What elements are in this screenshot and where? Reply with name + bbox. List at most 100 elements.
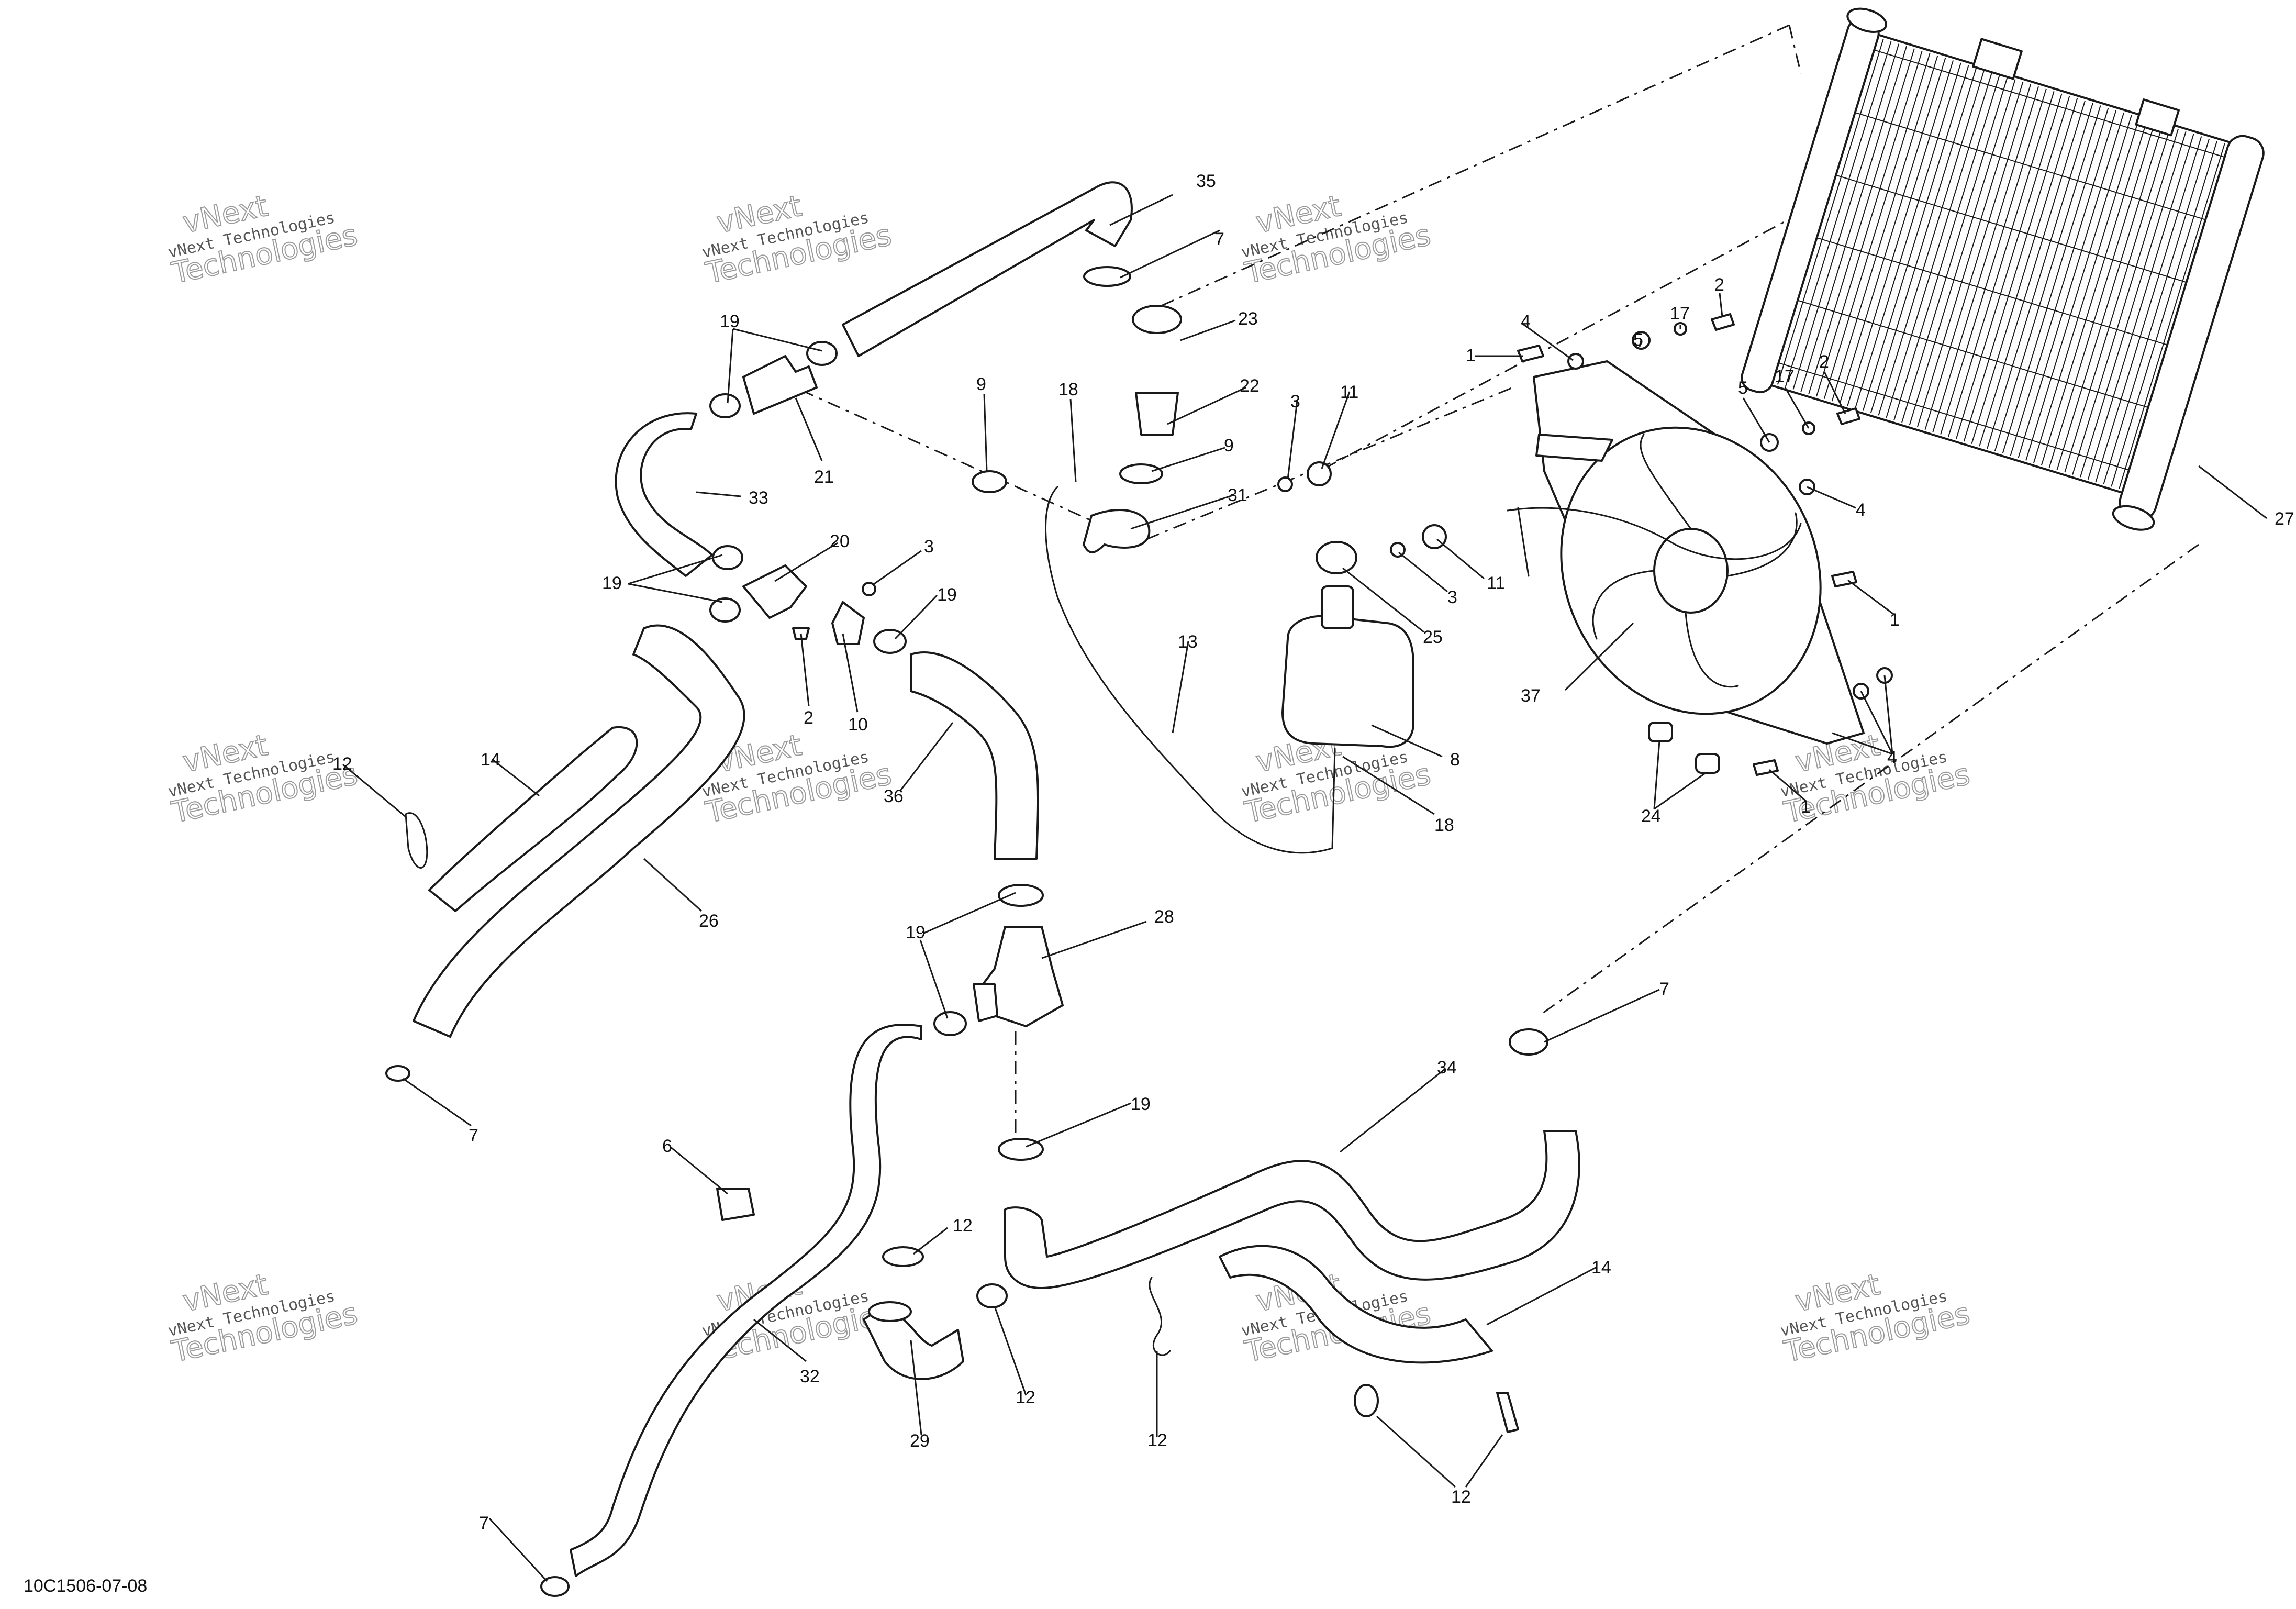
callout-24: 24: [1641, 806, 1661, 826]
elbow-hose-31: [1083, 508, 1151, 553]
callout-32: 32: [800, 1367, 820, 1386]
callout-6: 6: [662, 1136, 672, 1156]
radiator-cap-23: [1132, 305, 1182, 334]
callout-19: 19: [602, 573, 622, 593]
corrugated-hose-14b: [1219, 1245, 1493, 1364]
bolt-1: [1517, 345, 1544, 362]
callout-1: 1: [1890, 610, 1900, 630]
thermostat-body-28: [978, 926, 1064, 1027]
radiator-fin: [2095, 136, 2202, 482]
clamp-19g: [933, 1011, 967, 1036]
dash-to-fan-top: [1146, 386, 1513, 540]
radiator-fin: [1955, 93, 2063, 439]
radiator-fin: [2072, 129, 2179, 475]
bolt-2: [1711, 313, 1735, 331]
rubber-mount-24b: [1695, 753, 1720, 774]
hose-pin-12: [1496, 1392, 1519, 1433]
radiator-fin: [1932, 86, 2039, 432]
tank-cap-25: [1316, 541, 1357, 574]
hose-26: [413, 624, 745, 1038]
radiator-fin: [2033, 117, 2140, 463]
callout-12: 12: [332, 754, 352, 774]
callout-3: 3: [1290, 392, 1300, 412]
radiator-fin: [1855, 62, 1961, 409]
radiator-fin: [1823, 53, 1931, 399]
radiator-tube: [1770, 360, 2132, 472]
radiator-fin: [2103, 138, 2210, 485]
radiator-outlet: [2112, 505, 2155, 531]
radiator-fin: [2079, 131, 2187, 478]
clamp-19c: [712, 545, 743, 570]
callout-3: 3: [1447, 587, 1457, 607]
callout-18: 18: [1434, 815, 1454, 835]
clamp-9: [972, 470, 1007, 493]
thermostat-housing: [933, 884, 1064, 1161]
corrugated-hose-14a: [428, 726, 638, 912]
dash-radiator-corner: [1788, 25, 1802, 74]
radiator-fin: [1785, 41, 1892, 387]
callout-12: 12: [1016, 1388, 1035, 1407]
radiator-fin: [1862, 65, 1969, 411]
callout-7: 7: [1659, 979, 1669, 999]
callout-29: 29: [910, 1431, 930, 1451]
callout-5: 5: [1633, 330, 1643, 350]
callout-3: 3: [924, 537, 934, 557]
expansion-tank: [1281, 541, 1414, 748]
figure-id: 10C1506-07-08: [24, 1576, 147, 1596]
radiator-inlet: [1846, 7, 1887, 33]
clamp-19f: [998, 884, 1044, 907]
filler-neck-assembly: [972, 305, 1182, 553]
callout-9: 9: [976, 374, 986, 394]
hose-33: [615, 412, 713, 577]
radiator-fin: [2041, 119, 2148, 465]
overflow-hose-13: [1045, 486, 1336, 854]
radiator-fin: [1948, 91, 2055, 437]
upper-hoses: [615, 181, 1133, 654]
clamp-7b: [385, 1065, 410, 1082]
callout-11: 11: [1487, 573, 1505, 593]
filler-neck-22: [1135, 392, 1179, 436]
callout-7: 7: [1214, 229, 1224, 249]
spring-clamp-12c: [976, 1283, 1008, 1308]
radiator-fin: [1909, 79, 2016, 425]
callout-21: 21: [814, 467, 834, 487]
radiator-bracket-top: [1972, 38, 2023, 80]
callout-2: 2: [1819, 352, 1829, 372]
callout-23: 23: [1238, 309, 1258, 329]
callout-33: 33: [749, 488, 768, 508]
radiator-tube: [1828, 172, 2189, 284]
radiator-fin: [1971, 98, 2078, 445]
tee-fitting-21: [742, 355, 818, 415]
radiator-tube: [1866, 47, 2227, 159]
tee-fitting-20: [742, 564, 807, 619]
radiator-fin: [1831, 56, 1938, 402]
radiator-fin: [1916, 81, 2024, 428]
hose-35: [842, 181, 1133, 357]
radiator-fin: [2048, 121, 2156, 468]
spring-clamp-12d: [1149, 1277, 1171, 1356]
callout-25: 25: [1423, 627, 1443, 647]
rubber-mount-24: [1648, 722, 1673, 742]
callout-2: 2: [1714, 275, 1724, 295]
callout-7: 7: [469, 1126, 478, 1146]
radiator-fin: [2025, 115, 2132, 461]
radiator-fin: [2010, 110, 2117, 456]
radiator-fin: [1979, 101, 2086, 447]
callout-12: 12: [953, 1216, 973, 1236]
callout-2: 2: [804, 708, 813, 728]
fan-bracket-tab: [1535, 434, 1613, 462]
radiator-fin: [2064, 126, 2171, 473]
dash-radiator-to-fan: [1319, 198, 1827, 472]
callout-4: 4: [1521, 312, 1531, 331]
callout-4: 4: [1887, 748, 1897, 768]
radiator-fin: [2056, 124, 2164, 470]
callout-labels: 35 7 19 21 33 20 19 3 19 2 10 9 18 23 22…: [332, 171, 2294, 1533]
bolt-2b: [1836, 407, 1860, 425]
fan-wire: [1507, 507, 1802, 560]
tank-body: [1281, 615, 1414, 748]
fan-wire-lead: [1517, 507, 1530, 577]
elbow-29-mouth: [868, 1301, 912, 1322]
callout-8: 8: [1450, 750, 1460, 770]
